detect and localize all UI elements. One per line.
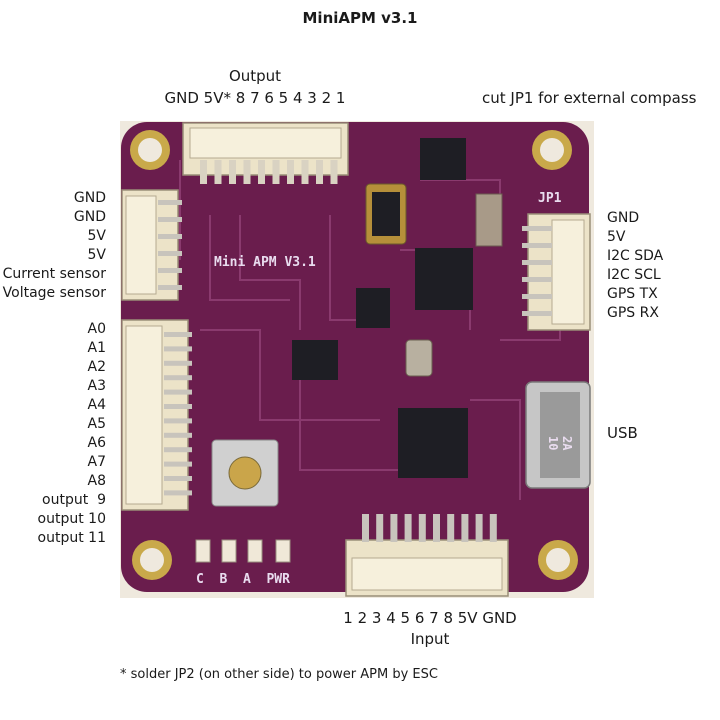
analog-pin-label: A6 [87, 435, 106, 451]
i2c-pin-label: I2C SDA [607, 248, 664, 264]
right-i2c-connector [527, 213, 591, 331]
analog-pin-label: A0 [87, 321, 106, 337]
left-top-pin [158, 268, 182, 273]
left-analog-pin [164, 418, 192, 424]
left-analog-pin [164, 404, 192, 409]
analog-pin-label: output 9 [42, 492, 106, 508]
left-pin-label: GND [73, 190, 106, 206]
usb-chip-text-2: 10 [546, 436, 560, 450]
crystal-top [372, 192, 400, 236]
analog-pin-label: output 10 [37, 511, 106, 527]
left-analog-pin [164, 476, 192, 481]
oscillator [405, 339, 433, 377]
i2c-pin-label: GPS RX [607, 305, 659, 321]
output-pin [287, 160, 294, 184]
input-pin [376, 514, 384, 542]
left-analog-pin [164, 346, 192, 352]
right-i2c-pin [522, 277, 552, 282]
left-analog-pin [164, 375, 192, 381]
right-i2c-pin [522, 226, 552, 231]
i2c-pin-label: GPS TX [607, 286, 658, 302]
input-pin [475, 514, 483, 542]
output-pin [272, 160, 280, 184]
left-pin-label: 5V [87, 247, 106, 263]
output-pin [330, 160, 338, 184]
left-top-pin [158, 285, 182, 290]
silkscreen-led-labels: C B A PWR [196, 572, 290, 587]
analog-pin-label: A3 [87, 378, 106, 394]
footnote: * solder JP2 (on other side) to power AP… [120, 667, 438, 682]
output-pin [258, 160, 265, 184]
output-pin [229, 160, 236, 184]
capacitor [475, 193, 503, 247]
left-top-pin [158, 234, 182, 239]
output-pin [200, 160, 207, 184]
silkscreen-name: Mini APM V3.1 [214, 255, 316, 270]
analog-pin-label: output 11 [37, 530, 106, 546]
output-pin [301, 160, 309, 184]
left-analog-pin [164, 447, 192, 453]
right-i2c-pin [522, 311, 552, 316]
diagram-title: MiniAPM v3.1 [302, 9, 418, 27]
input-pin [362, 514, 369, 542]
left-connector-top [121, 189, 179, 301]
output-pin [214, 160, 222, 184]
usb-chip-text-1: 2A [560, 436, 574, 451]
i2c-pin-label: GND [607, 210, 640, 226]
input-header-pins: 1 2 3 4 5 6 7 8 5V GND [343, 609, 517, 627]
right-i2c-pin [522, 294, 552, 299]
input-pin [404, 514, 412, 542]
right-i2c-pin [522, 260, 552, 265]
silkscreen-jp1: JP1 [538, 191, 562, 206]
left-top-pin [158, 217, 182, 222]
left-analog-pin [164, 389, 192, 395]
left-connector-analog [121, 319, 189, 511]
usb-connector [525, 381, 591, 489]
left-pin-label: Current sensor [2, 266, 106, 282]
analog-pin-label: A5 [87, 416, 106, 432]
left-analog-pin [164, 490, 192, 496]
left-pin-label: 5V [87, 228, 106, 244]
output-header-pins: GND 5V* 8 7 6 5 4 3 2 1 [164, 89, 346, 107]
analog-pin-label: A1 [87, 340, 106, 356]
left-analog-pin [164, 461, 192, 467]
left-top-pin [158, 200, 182, 205]
chips [292, 138, 473, 478]
output-pin [243, 160, 251, 184]
mounting-holes [130, 130, 578, 580]
left-pin-label: GND [73, 209, 106, 225]
analog-pin-label: A4 [87, 397, 106, 413]
left-analog-pin [164, 332, 192, 337]
left-analog-pin [164, 360, 192, 366]
left-pin-label: Voltage sensor [2, 285, 106, 301]
input-pin [390, 514, 398, 542]
i2c-pin-label: 5V [607, 229, 626, 245]
pcb-board [121, 122, 589, 592]
input-header-title: Input [410, 630, 450, 648]
analog-pin-label: A2 [87, 359, 106, 375]
input-pin [447, 514, 455, 542]
jp1-note: cut JP1 for external compass [482, 89, 697, 107]
usb-label: USB [607, 424, 638, 442]
right-i2c-pin [522, 243, 552, 248]
output-connector [182, 122, 349, 184]
left-analog-pin [164, 432, 192, 438]
analog-pin-label: A8 [87, 473, 106, 489]
left-top-pin [158, 251, 182, 256]
input-pin [433, 514, 440, 542]
leds [195, 539, 291, 563]
input-pin [461, 514, 469, 542]
output-pin [316, 160, 323, 184]
i2c-pin-label: I2C SCL [607, 267, 661, 283]
output-header-title: Output [228, 67, 282, 85]
analog-pin-label: A7 [87, 454, 106, 470]
input-connector [345, 539, 509, 597]
right-i2c-gps-labels: GND 5V I2C SDA I2C SCL GPS TX GPS RX [607, 209, 663, 323]
push-button [211, 439, 279, 507]
input-pin [418, 514, 426, 542]
input-pin [489, 514, 497, 542]
